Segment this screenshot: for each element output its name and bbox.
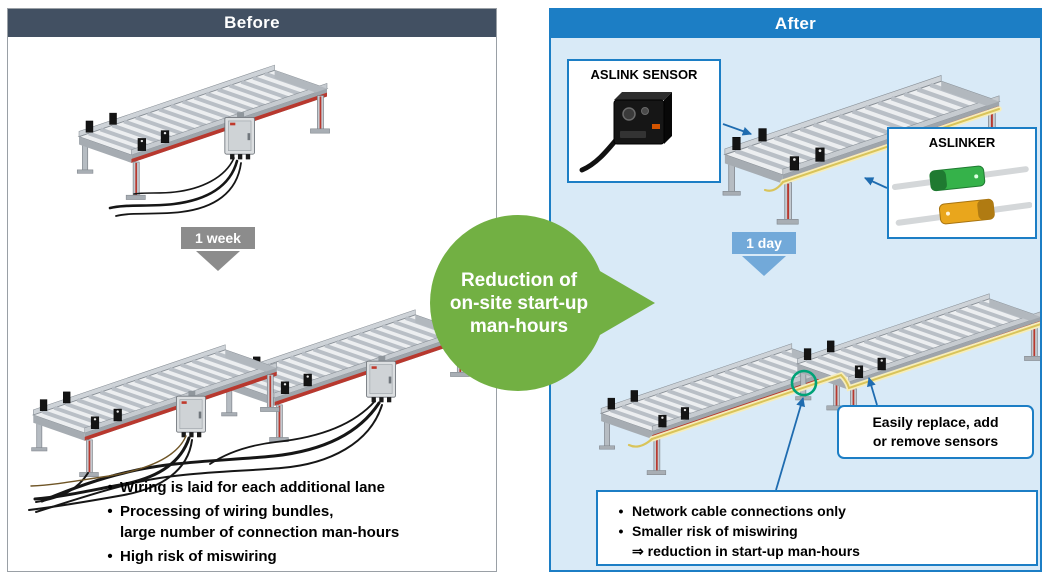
bullet-text: Smaller risk of miswiring ⇒ reduction in… (632, 523, 860, 559)
conveyor-illustration (75, 63, 332, 202)
before-title: Before (224, 13, 280, 32)
after-title: After (774, 14, 817, 33)
aslinker-callout: ASLINKER (887, 127, 1037, 239)
duration-label: 1 week (181, 227, 255, 249)
one-day-arrow: 1 day (715, 232, 813, 276)
replace-sensors-callout: Easily replace, add or remove sensors (837, 405, 1034, 459)
reduction-badge: Reduction of on-site start-up man-hours (425, 211, 660, 396)
green-circle-arrow-icon (430, 215, 655, 391)
aslink-sensor-label: ASLINK SENSOR (590, 67, 698, 82)
before-body: 1 week • Wiring is laid for each additio… (8, 37, 496, 571)
bullet-item: • High risk of miswiring (100, 546, 492, 567)
bullet-icon: • (618, 523, 624, 539)
after-summary-box: • Network cable connections only • Small… (596, 490, 1038, 566)
bullet-item: • Smaller risk of miswiring ⇒ reduction … (610, 521, 1024, 561)
bullet-icon: • (107, 548, 113, 565)
duration-label: 1 day (732, 232, 796, 254)
photoelectric-sensor-illustration (579, 92, 672, 173)
before-bullets: • Wiring is laid for each additional lan… (100, 477, 492, 567)
aslinker-devices-illustration (892, 165, 1032, 226)
before-header: Before (8, 9, 496, 37)
bullet-item: • Network cable connections only (610, 501, 1024, 521)
bullet-icon: • (107, 503, 113, 520)
down-arrow-icon (196, 251, 240, 271)
bullet-item: • Wiring is laid for each additional lan… (100, 477, 492, 498)
before-panel: Before (7, 8, 497, 572)
after-header: After (551, 10, 1040, 38)
bullet-text: Wiring is laid for each additional lane (120, 479, 385, 496)
conveyor-illustration (29, 342, 282, 479)
bullet-icon: • (107, 479, 113, 496)
one-week-arrow: 1 week (163, 227, 273, 271)
aslink-sensor-callout: ASLINK SENSOR (567, 59, 721, 183)
bullet-icon: • (618, 503, 624, 519)
bullet-text: High risk of miswiring (120, 548, 277, 565)
bullet-item: • Processing of wiring bundles, large nu… (100, 501, 492, 543)
bullet-text: Network cable connections only (632, 503, 846, 519)
bullet-text: Processing of wiring bundles, large numb… (120, 503, 400, 541)
down-arrow-icon (742, 256, 786, 276)
aslinker-label: ASLINKER (928, 135, 996, 150)
reduction-text: Reduction of on-site start-up man-hours (449, 269, 589, 337)
